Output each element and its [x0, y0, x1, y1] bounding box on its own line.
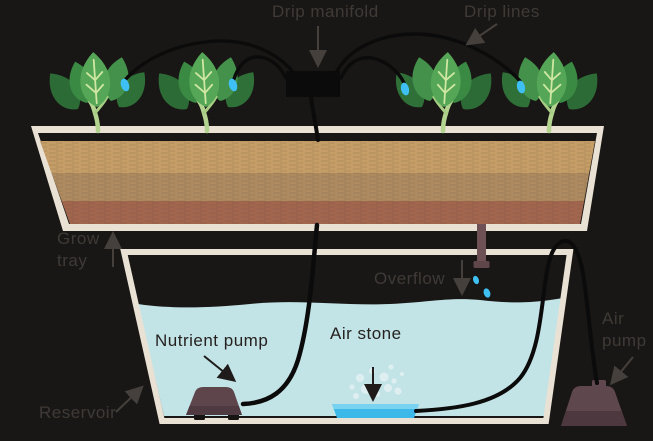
drip-lines: [124, 32, 522, 85]
label-overflow: Overflow: [374, 269, 446, 288]
drip-line-4: [335, 32, 522, 83]
water: [138, 298, 563, 416]
drip-emitter-3: [400, 82, 410, 96]
drip-line-2: [232, 55, 288, 81]
drip-emitters: [120, 78, 526, 96]
label-drip-manifold: Drip manifold: [272, 2, 379, 21]
label-air-stone: Air stone: [330, 324, 402, 343]
drip-lines-arrow: [465, 23, 498, 46]
drip-emitter-2: [228, 78, 238, 92]
drip-emitter-4: [516, 80, 526, 94]
reservoir-walls: [120, 249, 574, 424]
drip-manifold: [286, 71, 340, 97]
dark-arrows: [203, 355, 382, 402]
label-drip-lines: Drip lines: [464, 2, 540, 21]
overflow-pipe: [473, 224, 490, 268]
growing-medium: [40, 141, 595, 224]
label-air-pump: Air pump: [602, 309, 647, 351]
overflow-drops: [473, 275, 491, 298]
label-nutrient-pump: Nutrient pump: [155, 331, 269, 350]
air-stone: [332, 404, 419, 418]
drip-line-3: [339, 55, 406, 85]
gray-arrows: [104, 23, 634, 413]
air-pump: [561, 380, 627, 426]
nutrient-pump: [186, 387, 242, 420]
nutrient-pump-arrow: [203, 355, 237, 383]
drip-emitter-1: [120, 78, 130, 92]
grow-tray: [31, 126, 604, 231]
label-reservoir: Reservoir: [39, 403, 117, 422]
air-pump-arrow: [609, 356, 634, 386]
reservoir-arrow: [115, 385, 144, 413]
nutrient-tube-upper: [309, 95, 320, 142]
air-tube: [414, 238, 599, 413]
nutrient-tube-lower: [240, 222, 320, 407]
label-grow-tray: Grow tray: [57, 229, 100, 271]
drip-line-1: [124, 39, 295, 81]
